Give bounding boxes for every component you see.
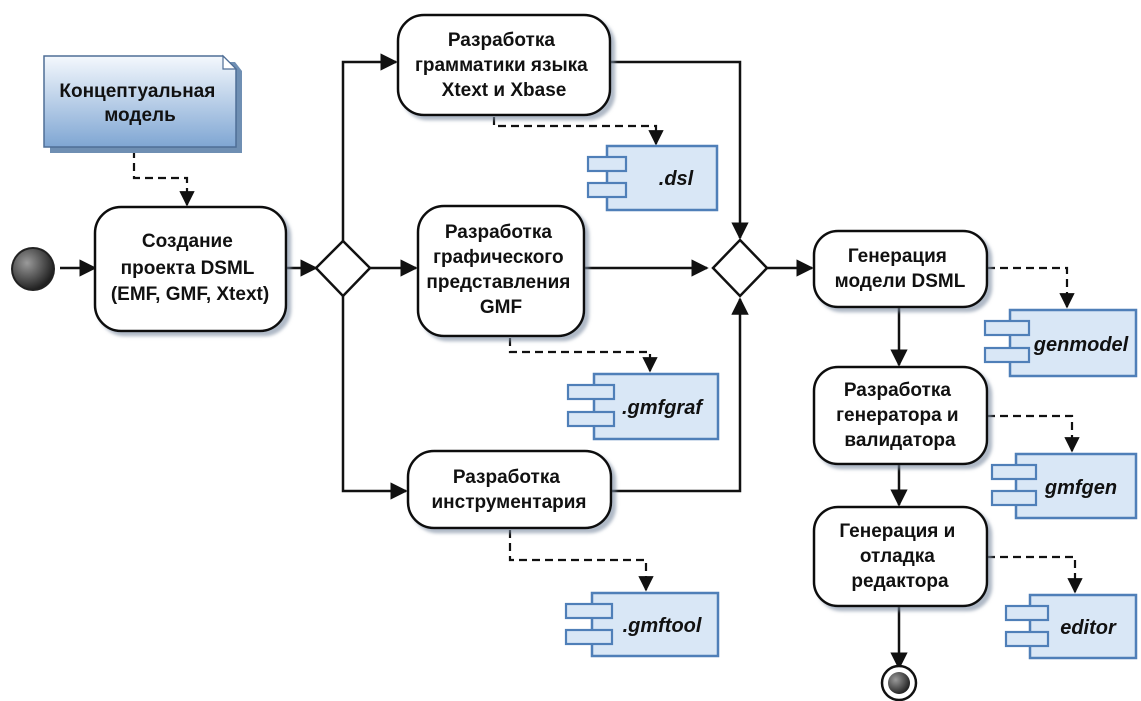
svg-text:gmfgen: gmfgen <box>1044 477 1117 499</box>
action-editor-gen: Генерация и отладка редактора <box>812 505 989 608</box>
component-icon <box>586 155 628 173</box>
dep-note-to-create <box>132 150 195 207</box>
dep-grammar-to-dsl <box>492 117 664 146</box>
svg-text:Генерация модели DSML: Генерация модели DSML <box>835 246 966 292</box>
component-icon <box>566 383 616 401</box>
dependency-flows <box>132 117 1083 594</box>
artifact-gmfgraf: .gmfgraf <box>566 372 720 441</box>
component-icon <box>564 602 614 620</box>
action-grammar: Разработка грамматики языка Xtext и Xbas… <box>396 13 612 117</box>
action-gen-model: Генерация модели DSML <box>812 229 989 309</box>
final-node-icon <box>880 664 918 701</box>
artifact-editor: editor <box>1004 593 1138 660</box>
flow-fork-to-grammar <box>341 53 398 242</box>
action-tooling: Разработка инструментария <box>406 449 613 530</box>
svg-text:Генерация и отладка: Генерация и отладка редактора <box>839 521 960 592</box>
dep-editor-to-editor-artifact <box>987 555 1083 594</box>
artifact-dsl: .dsl <box>586 144 719 212</box>
decision-node-icon <box>314 239 372 298</box>
svg-text:Концептуальная модель: Концептуальная модель <box>59 81 220 126</box>
component-icon <box>1004 604 1050 622</box>
action-graphics: Разработка графического представления GM… <box>416 204 586 338</box>
svg-text:Создание проекта DSML: Создание проекта DSML (EMF, GMF, Xtext) <box>111 231 269 305</box>
control-flows <box>60 53 908 670</box>
svg-text:Разработка грамматики яз: Разработка грамматики языка Xtext и Xbas… <box>415 30 593 101</box>
dep-tooling-to-gmftool <box>508 530 654 592</box>
merge-node-icon <box>711 238 769 298</box>
flow-fork-to-tooling <box>341 296 408 500</box>
dep-generator-to-gmfgen <box>987 414 1080 453</box>
note-line-2: модель <box>104 105 176 126</box>
artifact-gmfgen: gmfgen <box>990 452 1138 520</box>
svg-text:Разработка графического: Разработка графического представления GM… <box>426 222 575 318</box>
component-icon <box>990 463 1038 481</box>
dep-graphics-to-gmfgraf <box>508 338 658 373</box>
svg-text:.dsl: .dsl <box>659 168 694 190</box>
flow-tooling-to-merge <box>611 297 749 493</box>
flow-grammar-to-merge <box>610 60 749 240</box>
action-generator: Разработка генератора и валидатора <box>812 365 989 466</box>
artifact-gmftool: .gmftool <box>564 591 720 658</box>
svg-text:Разработка генератора и: Разработка генератора и валидатора <box>836 380 964 451</box>
svg-text:editor: editor <box>1060 617 1117 639</box>
dep-genmodel-to-genmodel-artifact <box>987 266 1075 309</box>
svg-text:.gmftool: .gmftool <box>623 615 702 637</box>
artifact-genmodel: genmodel <box>983 308 1138 378</box>
note-line-1: Концептуальная <box>59 81 215 102</box>
svg-text:genmodel: genmodel <box>1033 334 1129 356</box>
component-icon <box>983 319 1031 337</box>
svg-text:Разработка инструментари: Разработка инструментария <box>431 467 586 513</box>
note-conceptual-model: Концептуальная модель <box>43 54 242 153</box>
svg-text:.gmfgraf: .gmfgraf <box>622 397 704 419</box>
initial-node-icon <box>11 247 55 291</box>
action-create-project: Создание проекта DSML (EMF, GMF, Xtext) <box>93 205 288 333</box>
